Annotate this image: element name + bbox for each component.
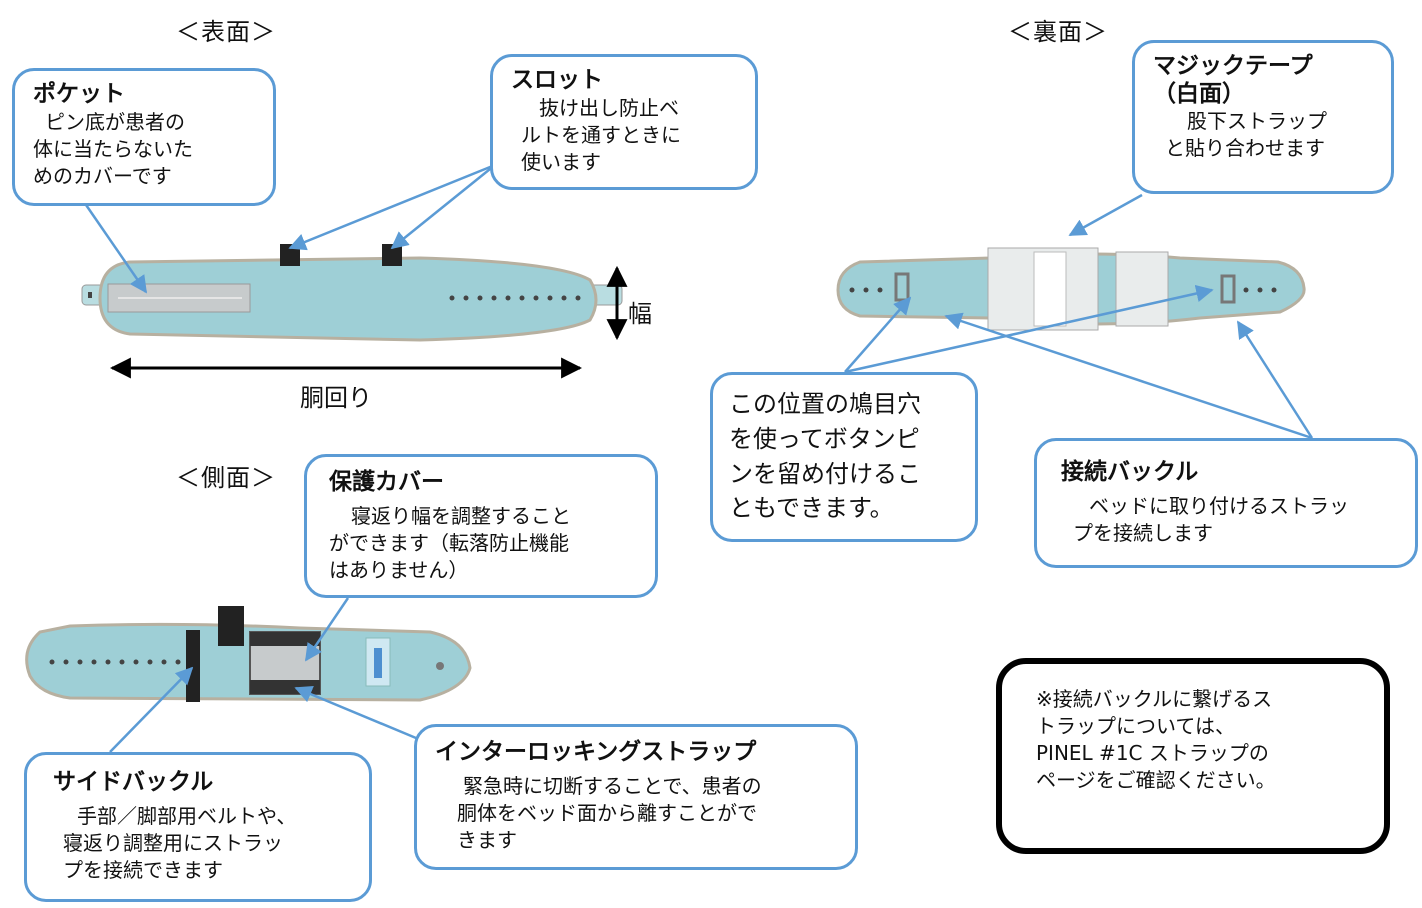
interlock-line-2: 胴体をベッド面から離すことがで: [457, 800, 757, 825]
buckle-title: 接続バックル: [1061, 459, 1199, 485]
eyelet-callout: この位置の鳩目穴 を使ってボタンピ ンを留め付けるこ ともできます。: [710, 372, 978, 542]
velcro-title: マジックテープ: [1153, 53, 1313, 79]
back-view-label: ＜裏面＞: [1008, 18, 1108, 46]
velcro-line-2: と貼り合わせます: [1165, 136, 1325, 161]
velcro-callout: マジックテープ （白面） 股下ストラップ と貼り合わせます: [1132, 40, 1394, 194]
pocket-title: ポケット: [33, 81, 125, 107]
cover-line-2: ができます（転落防止機能: [329, 530, 569, 555]
slot-line-1: 抜け出し防止ベ: [539, 95, 679, 120]
slot-title: スロット: [511, 67, 603, 93]
side-buckle-callout: サイドバックル 手部／脚部用ベルトや、 寝返り調整用にストラッ プを接続できます: [24, 752, 372, 902]
side-buckle-line-3: プを接続できます: [63, 857, 223, 882]
cover-leader: [304, 597, 350, 662]
side-view-label: ＜側面＞: [176, 464, 276, 492]
side-belt: [25, 606, 472, 702]
slot-callout: スロット 抜け出し防止ベ ルトを通すときに 使います: [490, 54, 758, 190]
front-belt: [81, 244, 623, 342]
side-buckle-line-1: 手部／脚部用ベルトや、: [77, 803, 297, 828]
cover-title: 保護カバー: [329, 469, 444, 495]
slot-leader-2: [390, 164, 496, 250]
pocket-line-1: ピン底が患者の: [45, 109, 185, 134]
velcro-line-1: 股下ストラップ: [1187, 109, 1327, 134]
slot-line-3: 使います: [521, 149, 601, 174]
girth-dimension-label: 胴回り: [300, 384, 372, 412]
slot-leader-1: [288, 163, 496, 251]
front-view-label: ＜表面＞: [176, 18, 276, 46]
buckle-leader-1: [944, 312, 1313, 440]
velcro-title-2: （白面）: [1153, 80, 1245, 107]
width-dimension-label: 幅: [628, 300, 652, 328]
eyelet-leader-1: [844, 296, 912, 373]
side-buckle-line-2: 寝返り調整用にストラッ: [63, 830, 283, 855]
back-belt: [836, 247, 1306, 331]
pocket-callout: ポケット ピン底が患者の 体に当たらないた めのカバーです: [12, 68, 276, 206]
interlock-callout: インターロッキングストラップ 緊急時に切断することで、患者の 胴体をベッド面から…: [414, 724, 858, 870]
slot-line-2: ルトを通すときに: [521, 122, 681, 147]
cover-line-3: はありません）: [329, 557, 469, 582]
interlock-line-3: きます: [457, 827, 517, 852]
side-buckle-leader: [109, 666, 194, 753]
pocket-line-3: めのカバーです: [33, 163, 172, 188]
velcro-leader: [1068, 193, 1143, 237]
buckle-callout: 接続バックル ベッドに取り付けるストラッ プを接続します: [1034, 438, 1418, 568]
buckle-line-2: プを接続します: [1073, 520, 1213, 545]
eyelet-line-2: を使ってボタンピ: [729, 424, 920, 453]
eyelet-line-3: ンを留め付けるこ: [729, 459, 921, 488]
buckle-line-1: ベッドに取り付けるストラッ: [1089, 493, 1349, 518]
strap-note-text: ※接続バックルに繋げるス トラップについては、 PINEL #1C ストラップの…: [1036, 687, 1276, 792]
cover-line-1: 寝返り幅を調整すること: [351, 503, 571, 528]
interlock-title: インターロッキングストラップ: [435, 739, 757, 765]
interlock-leader: [294, 685, 417, 740]
eyelet-line-1: この位置の鳩目穴: [729, 390, 921, 418]
strap-note-box: ※接続バックルに繋げるス トラップについては、 PINEL #1C ストラップの…: [996, 658, 1390, 854]
pocket-line-2: 体に当たらないた: [33, 136, 193, 161]
eyelet-line-4: ともできます。: [729, 494, 894, 523]
interlock-line-1: 緊急時に切断することで、患者の: [463, 773, 762, 798]
cover-callout: 保護カバー 寝返り幅を調整すること ができます（転落防止機能 はありません）: [304, 454, 658, 598]
side-buckle-title: サイドバックル: [53, 769, 214, 795]
eyelet-leader-2: [844, 284, 1214, 374]
buckle-leader-2: [1236, 320, 1314, 439]
pocket-leader: [82, 201, 148, 294]
